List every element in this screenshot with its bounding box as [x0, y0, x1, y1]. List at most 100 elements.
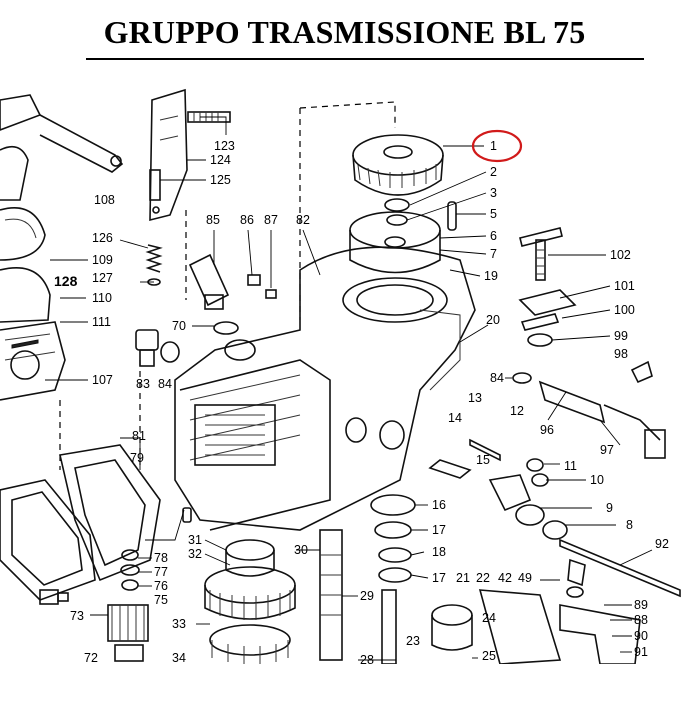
label-part-124: 124: [210, 153, 231, 167]
t-handle-102: [519, 227, 563, 281]
gear-75: [107, 549, 149, 662]
label-part-91: 91: [634, 645, 648, 659]
label-part-128: 128: [54, 273, 78, 289]
ring-18: [378, 547, 412, 563]
label-part-32: 32: [188, 547, 202, 561]
bracket-101: [518, 289, 577, 347]
label-part-28: 28: [360, 653, 374, 664]
label-part-70: 70: [172, 319, 186, 333]
label-part-23: 23: [406, 634, 420, 648]
leader: [410, 574, 429, 579]
leader: [439, 235, 487, 239]
label-part-30: 30: [294, 543, 308, 557]
label-part-25: 25: [482, 649, 496, 663]
label-part-87: 87: [264, 213, 278, 227]
bearing-25: [431, 604, 473, 651]
leader: [619, 549, 653, 566]
label-part-92: 92: [655, 537, 669, 551]
leader: [449, 269, 481, 277]
label-part-18: 18: [432, 545, 446, 559]
nut-11: [526, 458, 544, 472]
cable-96: [512, 372, 666, 459]
ring-17b: [378, 567, 412, 583]
gasket-81: [59, 444, 161, 582]
label-part-84-left: 84: [158, 377, 172, 391]
label-part-16: 16: [432, 498, 446, 512]
leader: [459, 324, 489, 343]
ring-17: [374, 521, 412, 539]
leader: [204, 539, 227, 551]
nut-98: [630, 360, 653, 384]
label-part-111: 111: [92, 315, 111, 329]
sensor-85: [188, 253, 239, 335]
label-part-6: 6: [490, 229, 497, 243]
label-part-3: 3: [490, 186, 497, 200]
washer-2: [384, 198, 410, 212]
leader: [551, 335, 611, 341]
label-part-2: 2: [490, 165, 497, 179]
label-part-102: 102: [610, 248, 631, 262]
leader: [439, 249, 487, 255]
label-part-72: 72: [84, 651, 98, 664]
label-part-24: 24: [482, 611, 496, 625]
label-part-125: 125: [210, 173, 231, 187]
leader: [410, 551, 425, 556]
label-part-127: 127: [92, 271, 113, 285]
label-part-86: 86: [240, 213, 254, 227]
bearing-16: [370, 494, 416, 516]
label-part-17-upper: 17: [432, 523, 446, 537]
gear-cluster-32: [204, 539, 296, 664]
label-part-96: 96: [540, 423, 554, 437]
gearbox-housing: [174, 246, 476, 531]
page-title: GRUPPO TRASMISSIONE BL 75: [103, 14, 586, 50]
label-part-97: 97: [600, 443, 614, 457]
leader: [547, 391, 567, 421]
label-part-34: 34: [172, 651, 186, 664]
label-part-75: 75: [154, 593, 168, 607]
label-part-22: 22: [476, 571, 490, 585]
label-part-84-right: 84: [490, 371, 504, 385]
label-part-31: 31: [188, 533, 202, 547]
label-part-15: 15: [476, 453, 490, 467]
leader: [145, 509, 185, 541]
label-part-17-lower: 17: [432, 571, 446, 585]
dowel-79: [182, 507, 192, 523]
label-part-7: 7: [490, 247, 497, 261]
label-part-123: 123: [214, 139, 235, 153]
highlight-oval: [471, 129, 523, 163]
bolt-86: [247, 274, 277, 299]
shaft-28: [381, 589, 397, 664]
shaft-30: [319, 529, 343, 661]
nut-10: [531, 473, 549, 487]
guide-line: [299, 101, 396, 128]
leader: [200, 116, 227, 135]
label-part-9: 9: [606, 501, 613, 515]
pin-5: [447, 201, 457, 231]
fork-24: [478, 589, 562, 664]
label-part-21: 21: [456, 571, 470, 585]
label-part-79: 79: [130, 451, 144, 465]
label-part-5: 5: [490, 207, 497, 221]
label-part-81: 81: [132, 429, 146, 443]
label-part-107: 107: [92, 373, 113, 387]
leader: [559, 285, 611, 299]
label-part-85: 85: [206, 213, 220, 227]
label-part-29: 29: [360, 589, 374, 603]
label-part-10: 10: [590, 473, 604, 487]
fork-lever-9: [488, 474, 568, 540]
label-part-11: 11: [564, 459, 577, 473]
gasket-left: [0, 479, 96, 601]
shift-fork-90: [559, 558, 641, 664]
label-part-20: 20: [486, 313, 500, 327]
leader: [302, 229, 321, 276]
label-part-110: 110: [92, 291, 112, 305]
leader: [204, 553, 231, 566]
bracket-plate: [149, 88, 188, 222]
label-part-78: 78: [154, 551, 168, 565]
bolt-74: [39, 589, 69, 605]
label-part-8: 8: [626, 518, 633, 532]
leader: [119, 239, 149, 249]
label-part-13: 13: [468, 391, 482, 405]
label-part-98: 98: [614, 347, 628, 361]
